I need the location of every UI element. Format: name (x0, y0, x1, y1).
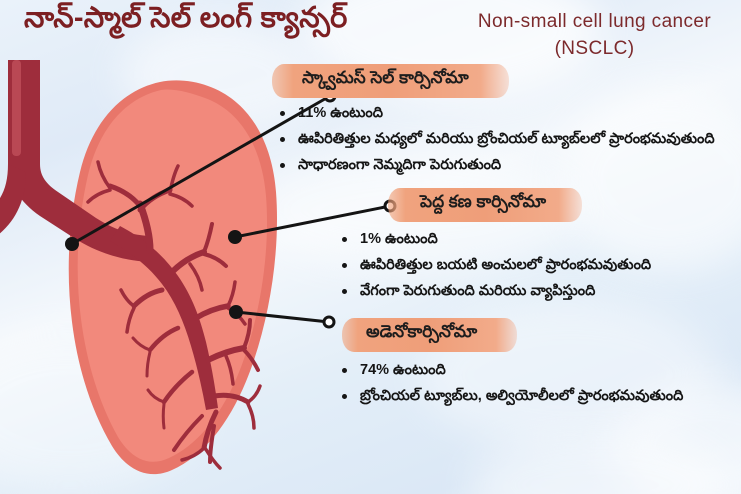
list-item: 11% ఉంటుంది (276, 105, 715, 122)
list-item: 1% ఉంటుంది (338, 231, 651, 248)
page-title-telugu: నాన్-స్మాల్ సెల్ లంగ్ క్యాన్సర్ (24, 2, 348, 34)
section-points-adeno: 74% ఉంటుంది బ్రోంచియల్ ట్యూబ్‌లు, అల్వియ… (338, 362, 683, 405)
section-points-largecell: 1% ఉంటుంది ఊపిరితిత్తుల బయటి అంచులలో ప్ర… (338, 231, 651, 300)
section-large-cell-carcinoma: పెద్ద కణ కార్సినోమా 1% ఉంటుంది ఊపిరితిత్… (330, 188, 651, 309)
section-heading-squamous: స్క్వామస్ సెల్ కార్సినోమా (272, 64, 509, 98)
section-points-squamous: 11% ఉంటుంది ఊపిరితిత్తుల మధ్యలో మరియు బ్… (276, 105, 715, 174)
trachea (8, 60, 148, 262)
lung-illustration (0, 60, 278, 475)
section-squamous-cell-carcinoma: స్క్వామస్ సెల్ కార్సినోమా 11% ఉంటుంది ఊప… (272, 64, 715, 183)
list-item: 74% ఉంటుంది (338, 362, 683, 379)
list-item: సాధారణంగా నెమ్మదిగా పెరుగుతుంది (276, 157, 715, 174)
trachea-highlight (12, 60, 21, 156)
list-item: ఊపిరితిత్తుల మధ్యలో మరియు బ్రోంచియల్ ట్య… (276, 131, 715, 148)
list-item: బ్రోంచియల్ ట్యూబ్‌లు, అల్వియోలీలలో ప్రార… (338, 388, 683, 405)
list-item: వేగంగా పెరుగుతుంది మరియు వ్యాపిస్తుంది (338, 283, 651, 300)
section-heading-adeno: అడెనోకార్సినోమా (342, 318, 518, 352)
list-item: ఊపిరితిత్తుల బయటి అంచులలో ప్రారంభమవుతుంద… (338, 257, 651, 274)
page-title-english: Non-small cell lung cancer (NSCLC) (452, 8, 737, 62)
section-adenocarcinoma: అడెనోకార్సినోమా 74% ఉంటుంది బ్రోంచియల్ ట… (330, 318, 683, 414)
right-main-bronchus (0, 164, 26, 234)
page-title-english-line1: Non-small cell lung cancer (477, 11, 712, 32)
section-heading-largecell: పెద్ద కణ కార్సినోమా (388, 188, 583, 222)
cloud-wisp (470, 430, 730, 494)
page-title-english-line2: (NSCLC) (554, 38, 635, 59)
